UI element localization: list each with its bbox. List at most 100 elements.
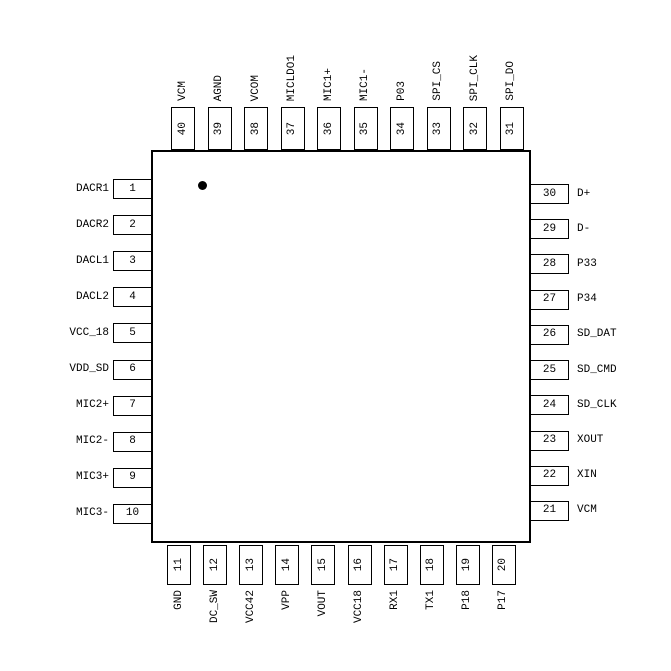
pin-label: MIC2+	[75, 399, 109, 412]
pin-26: 26 SD_DAT	[530, 324, 617, 345]
pin-number-box: 34	[390, 107, 415, 150]
pin-number-box: 15	[311, 545, 336, 585]
pin-label: GND	[172, 590, 185, 610]
chip-body	[151, 150, 531, 543]
pin-number: 29	[542, 222, 557, 235]
pin-number-box: 36	[317, 107, 342, 150]
pin-number-box: 23	[530, 430, 569, 451]
pin-label: VDD_SD	[69, 363, 109, 376]
pin-1: DACR1 1	[76, 179, 152, 199]
pin-4: DACL2 4	[75, 287, 152, 308]
pin-number-box: 20	[491, 545, 516, 585]
pin-number: 37	[286, 121, 299, 136]
pin-number-box: 21	[530, 500, 569, 521]
pin-label: DACR2	[75, 218, 109, 231]
pin-33: SPI_CS 33	[426, 61, 451, 150]
pin-label: MIC3+	[75, 471, 109, 484]
pin-number: 23	[542, 434, 557, 447]
pin-number: 33	[432, 121, 445, 136]
pin-label: VCOM	[249, 74, 262, 101]
pin-number-box: 10	[113, 503, 152, 524]
pin-number-box: 33	[426, 107, 451, 150]
pin-7: MIC2+ 7	[75, 395, 152, 416]
pin-number-box: 24	[530, 395, 569, 416]
pin-label: VCC18	[353, 590, 366, 624]
pin-number-box: 2	[113, 215, 152, 236]
pin-label: D-	[577, 222, 591, 235]
pin-number-box: 30	[530, 184, 569, 204]
pin-number: 31	[505, 121, 518, 136]
pin-8: MIC2- 8	[75, 431, 152, 452]
pin-number-box: 6	[113, 359, 152, 380]
pin-label: DACR1	[75, 182, 109, 195]
pin-number: 11	[172, 558, 185, 572]
pin-label: VCM	[176, 81, 189, 101]
pin-number: 12	[208, 558, 221, 572]
pin-number: 26	[542, 328, 557, 341]
pin-number: 24	[542, 398, 557, 411]
pin-number: 4	[129, 290, 136, 303]
pin-number-box: 29	[530, 219, 569, 240]
pin-number: 2	[129, 218, 136, 231]
pin-25: 25 SD_CMD	[530, 360, 617, 381]
pin-number: 7	[129, 399, 136, 412]
pin-number: 10	[125, 507, 140, 520]
pin-label: SD_DAT	[577, 328, 617, 341]
pin-number-box: 13	[239, 545, 264, 585]
pin-number: 28	[542, 257, 557, 270]
pin-number: 17	[389, 558, 402, 572]
pin-31: SPI_DO 31	[499, 61, 524, 150]
pin-30: 30 D+	[530, 184, 590, 204]
pin-label: MIC3-	[75, 507, 109, 520]
pin-number-box: 26	[530, 324, 569, 345]
pin-number-box: 5	[113, 323, 152, 344]
pin-label: MIC1-	[359, 67, 372, 101]
pin-number: 8	[129, 435, 136, 448]
pin-number-box: 3	[113, 251, 152, 272]
pin-label: SPI_DO	[505, 61, 518, 101]
pin-number: 39	[213, 121, 226, 136]
pin-number: 18	[425, 558, 438, 572]
pin-label: D+	[577, 187, 591, 200]
pin-label: DACL2	[75, 290, 109, 303]
pin1-marker-dot	[198, 181, 207, 190]
pin-label: P17	[497, 590, 510, 610]
pin-number-box: 11	[167, 545, 191, 585]
pin-number-box: 39	[207, 107, 232, 150]
pin-number-box: 17	[383, 545, 408, 585]
pin-label: SPI_CS	[432, 61, 445, 101]
pin-label: SD_CLK	[577, 398, 617, 411]
pin-label: P34	[577, 293, 597, 306]
pin-number: 5	[129, 326, 136, 339]
pin-number: 34	[395, 121, 408, 136]
pin-number: 1	[129, 182, 136, 195]
pin-number-box: 38	[244, 107, 269, 150]
pin-number-box: 25	[530, 360, 569, 381]
pin-number-box: 1	[113, 179, 152, 199]
pin-number: 16	[353, 558, 366, 572]
pin-label: MIC2-	[75, 435, 109, 448]
pin-number-box: 22	[530, 465, 569, 486]
pin-number-box: 14	[275, 545, 300, 585]
pin-number-box: 35	[353, 107, 378, 150]
pin-label: SD_CMD	[577, 363, 617, 376]
pin-number-box: 28	[530, 254, 569, 275]
